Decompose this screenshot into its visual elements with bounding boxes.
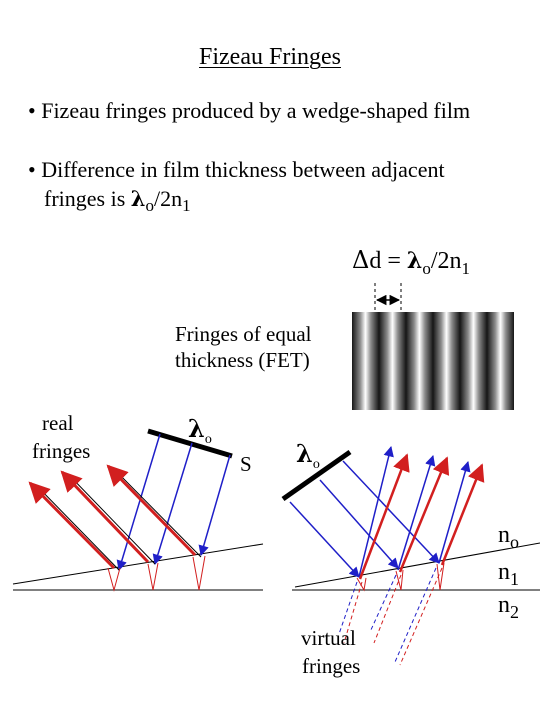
- n2-label: n2: [498, 592, 519, 622]
- reflected-ray: [28, 481, 116, 570]
- bullet-text: Difference in film thickness between adj…: [41, 157, 445, 182]
- right-wedge-diagram: λo no n1 n2 virtual f: [281, 439, 540, 678]
- formula-text: /2n: [154, 186, 183, 211]
- n1-label: n1: [498, 559, 519, 589]
- fringe-pattern: [352, 312, 514, 410]
- bullet-text: fringes is: [44, 186, 131, 211]
- real-label-line2: fringes: [32, 439, 90, 463]
- page-title: Fizeau Fringes: [199, 44, 341, 70]
- lambda-label-left: λo: [188, 414, 212, 447]
- virtual-ray: [369, 574, 397, 633]
- virtual-ray: [399, 567, 443, 666]
- reflected-ray-top: [35, 484, 120, 571]
- top-surface: [12, 543, 264, 585]
- virtual-ray: [394, 567, 437, 663]
- source-bar: [147, 428, 233, 459]
- left-wedge-diagram: real fringes λo S: [12, 411, 264, 592]
- film-path: [107, 567, 121, 592]
- source-bar: [281, 449, 352, 502]
- film-path: [395, 569, 404, 591]
- reflected-ray: [106, 464, 197, 557]
- source-label: S: [240, 452, 252, 476]
- film-path: [192, 555, 206, 591]
- fet-label-line1: Fringes of equal: [175, 322, 312, 346]
- real-label-line1: real: [42, 411, 74, 435]
- fringe-spacing-marker: [374, 283, 402, 312]
- fet-label-line2: thickness (FET): [175, 348, 310, 372]
- delta-d-label: Δd = λo/2n1: [352, 246, 470, 278]
- virtual-label-line2: fringes: [302, 654, 360, 678]
- subscript: 1: [182, 196, 191, 215]
- n0-label: no: [498, 522, 519, 552]
- virtual-ray: [338, 581, 358, 635]
- reflected-ray: [358, 453, 410, 580]
- lambda-symbol: λ: [130, 186, 146, 211]
- incident-ray: [116, 433, 161, 572]
- virtual-label-line1: virtual: [301, 626, 356, 650]
- bullet-thickness-difference: • Difference in film thickness between a…: [28, 157, 445, 215]
- virtual-ray: [373, 574, 402, 644]
- reflected-ray-top: [438, 460, 471, 564]
- reflected-ray: [440, 463, 485, 566]
- incident-ray: [152, 442, 193, 566]
- incident-ray: [289, 501, 360, 578]
- incident-ray: [342, 460, 440, 564]
- reflected-ray-top: [358, 445, 394, 578]
- reflected-ray-top: [67, 473, 156, 565]
- bullet-wedge-film: • Fizeau fringes produced by a wedge-sha…: [28, 98, 471, 123]
- film-path: [436, 562, 445, 591]
- virtual-ray: [343, 581, 363, 644]
- film-path: [356, 577, 367, 592]
- film-path: [147, 562, 159, 591]
- reflected-ray: [398, 456, 450, 573]
- top-surface: [294, 542, 540, 588]
- reflected-ray: [60, 470, 150, 564]
- incident-ray: [319, 479, 399, 569]
- reflected-ray-top: [397, 454, 436, 571]
- subscript: o: [145, 196, 155, 215]
- incident-ray: [198, 454, 231, 557]
- bullet-text: Fizeau fringes produced by a wedge-shape…: [41, 98, 471, 123]
- lambda-label-right: λo: [296, 439, 320, 472]
